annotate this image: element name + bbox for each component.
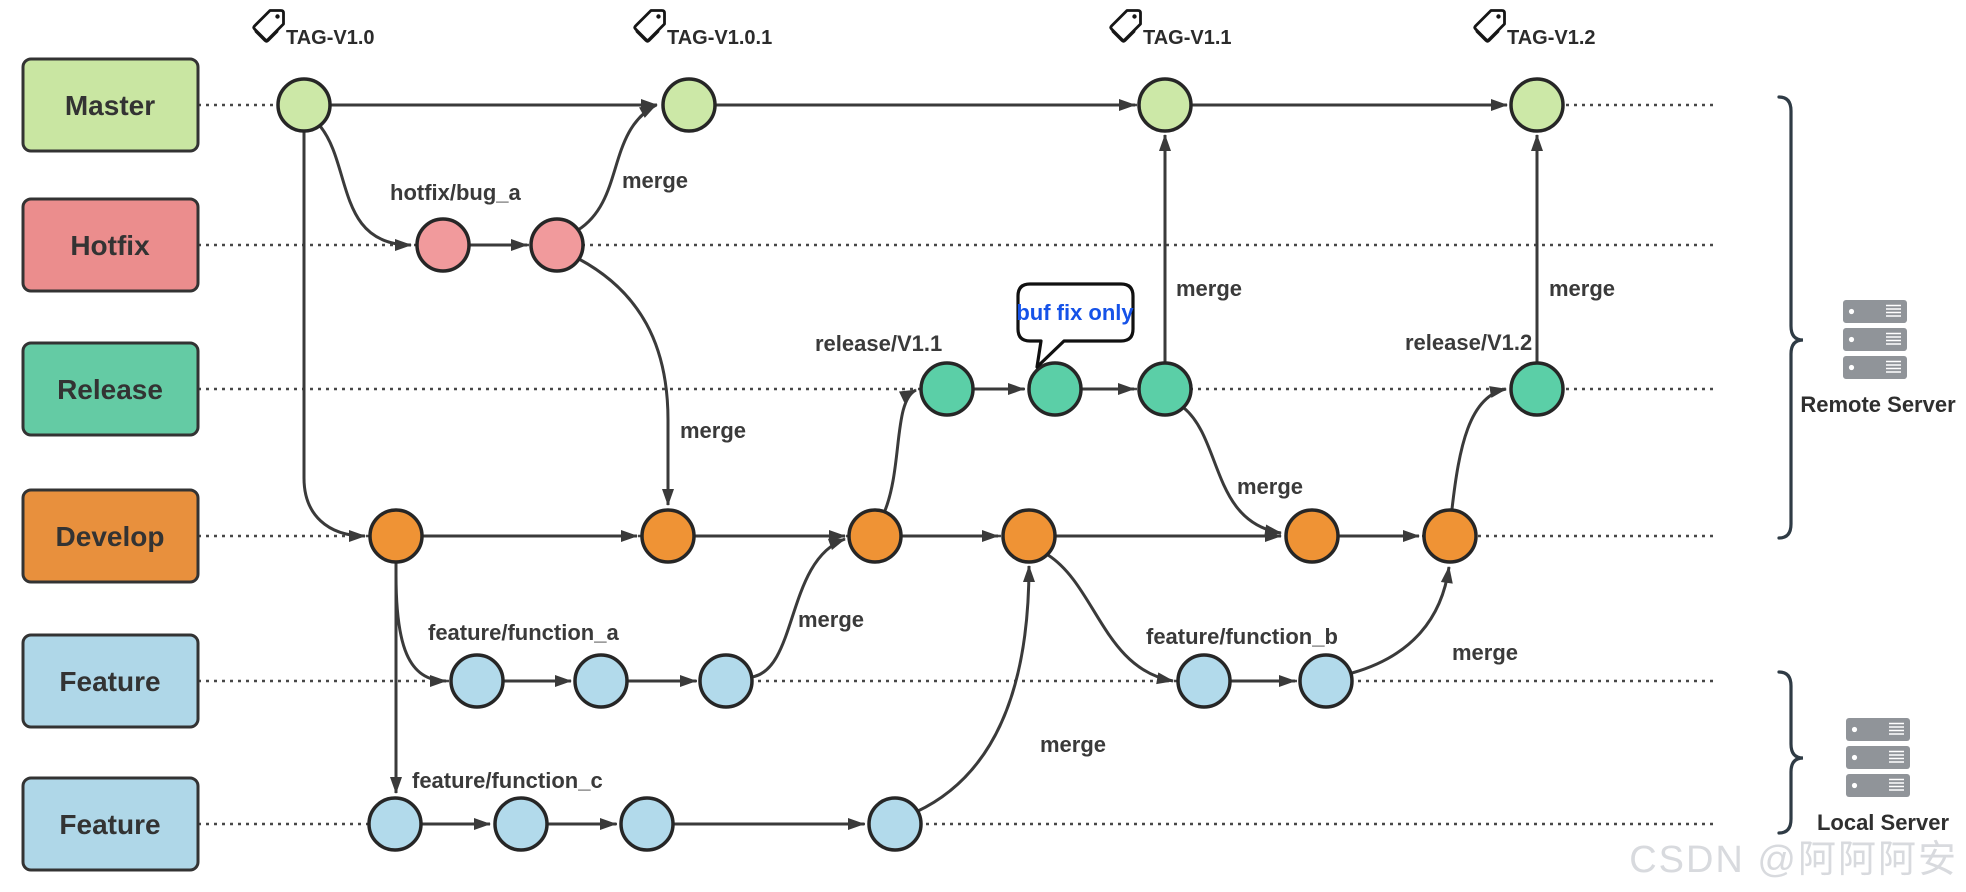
commit-develop-5 [1284,508,1340,564]
tag-label: TAG-V1.0.1 [667,27,772,49]
tag-label: TAG-V1.2 [1507,27,1596,49]
commit-release-1 [919,361,975,417]
commit-featurec-4 [867,796,923,852]
brace-remote [1777,95,1804,540]
brace-local [1777,670,1804,835]
branch-box-hotfix: Hotfix [21,197,200,293]
commit-release-3 [1137,361,1193,417]
edge-branch-feature-a [394,574,447,687]
commit-master-4 [1509,77,1565,133]
bubble-text: buf fix only [1016,300,1134,325]
commits [276,77,1565,852]
branch-box-feature2: Feature [21,776,200,872]
commit-hotfix-1 [415,217,471,273]
release-v11-label: release/V1.1 [815,331,942,356]
flow-labels: hotfix/bug_a merge merge release/V1.1 me… [390,168,1615,793]
feature-c-label: feature/function_c [412,768,603,793]
callout-bubble: buf fix only [1016,282,1135,369]
tag-v1.0.1: TAG-V1.0.1 [633,9,772,49]
edge-merge-hotfix-develop [578,257,674,506]
remote-server-label: Remote Server [1800,392,1956,417]
edge-merge-hotfix-master [577,103,657,232]
release-v12-label: release/V1.2 [1405,330,1532,355]
commit-featurea-3 [698,653,754,709]
branch-label: Feature [59,809,160,840]
feature-b-label: feature/function_b [1146,624,1338,649]
tag-icon [633,9,666,43]
server-groups: Remote Server Local Server [1777,95,1956,835]
commit-develop-4 [1001,508,1057,564]
tag-icon [1109,9,1142,43]
tag-icon [252,9,285,43]
watermark: CSDN @阿阿阿安 [1629,839,1958,881]
commit-featureb-1 [1176,653,1232,709]
merge-label: merge [680,418,746,443]
commit-master-1 [276,77,332,133]
merge-label: merge [1040,732,1106,757]
hotfix-branch-label: hotfix/bug_a [390,180,522,205]
edge-merge-featurea-develop [751,537,846,679]
commit-master-3 [1137,77,1193,133]
tag-v1.0: TAG-V1.0 [252,9,375,49]
branch-boxes: Master Hotfix Release Develop Feature Fe… [21,57,200,872]
commit-release-2 [1027,361,1083,417]
commit-release-4 [1509,361,1565,417]
tag-v1.1: TAG-V1.1 [1109,9,1232,49]
branch-label: Develop [56,521,165,552]
branch-label: Hotfix [70,230,150,261]
branch-label: Feature [59,666,160,697]
commit-hotfix-2 [529,217,585,273]
commit-develop-1 [368,508,424,564]
tag-label: TAG-V1.0 [286,27,375,49]
tags: TAG-V1.0 TAG-V1.0.1 TAG-V1.1 TAG-V1.2 [252,9,1596,49]
edge-branch-release-v12 [1450,386,1507,510]
tag-v1.2: TAG-V1.2 [1473,9,1596,49]
commit-edges [302,99,1543,830]
commit-develop-6 [1422,508,1478,564]
edge-branch-feature-b [1047,553,1174,685]
commit-featurea-2 [573,653,629,709]
commit-featurec-1 [367,796,423,852]
commit-master-2 [661,77,717,133]
branch-box-develop: Develop [21,488,200,584]
commit-featurea-1 [449,653,505,709]
server-icon-local [1846,718,1910,797]
merge-label: merge [798,607,864,632]
commit-develop-2 [640,508,696,564]
branch-box-release: Release [21,341,200,437]
merge-label: merge [1549,276,1615,301]
edge-merge-release-develop [1183,406,1282,537]
edge-merge-featureb-develop [1351,566,1453,675]
edge-branch-release-v11 [882,388,917,514]
commit-featureb-2 [1298,653,1354,709]
commit-develop-3 [847,508,903,564]
edge-merge-featurec-develop [915,565,1035,814]
commit-featurec-2 [493,796,549,852]
commit-featurec-3 [619,796,675,852]
local-server-label: Local Server [1817,810,1950,835]
edge-branch-develop [302,131,366,542]
merge-label: merge [1176,276,1242,301]
tag-label: TAG-V1.1 [1143,27,1232,49]
branch-label: Master [65,90,155,121]
server-icon-remote [1843,300,1907,379]
edge-branch-hotfix [318,125,412,251]
tag-icon [1473,9,1506,43]
merge-label: merge [1237,474,1303,499]
lane-dotted-lines [198,103,1713,826]
branch-box-master: Master [21,57,200,153]
feature-a-label: feature/function_a [428,620,619,645]
merge-label: merge [622,168,688,193]
branch-label: Release [57,374,163,405]
branch-box-feature1: Feature [21,633,200,729]
merge-label: merge [1452,640,1518,665]
